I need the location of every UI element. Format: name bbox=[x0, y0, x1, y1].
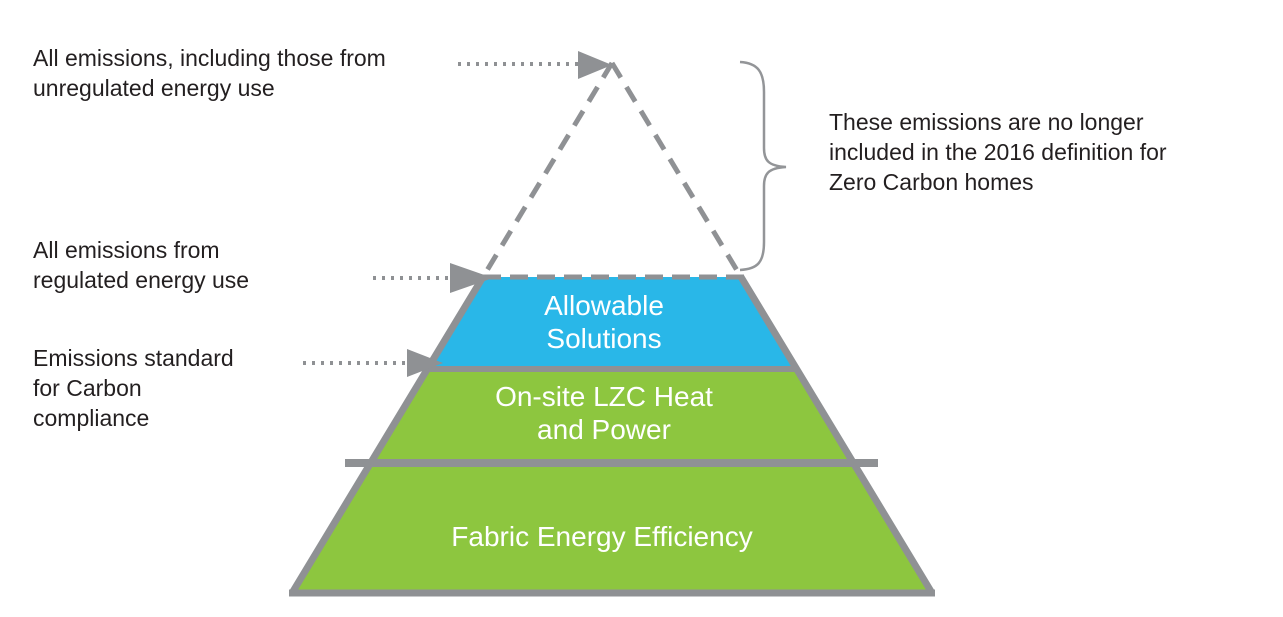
callout-line: Emissions standard bbox=[33, 345, 234, 371]
allowable-solutions-shape bbox=[427, 277, 797, 369]
layer-label-line: Fabric Energy Efficiency bbox=[451, 521, 753, 552]
callout-line: regulated energy use bbox=[33, 267, 250, 293]
compliance-arrowhead-icon bbox=[407, 349, 443, 377]
excluded-emissions-brace bbox=[739, 60, 787, 272]
layer-label-fabric-energy: Fabric Energy Efficiency bbox=[451, 520, 752, 553]
regulated-arrowhead-icon bbox=[450, 263, 493, 293]
callout-line: for Carbon bbox=[33, 375, 142, 401]
layer-label-line: and Power bbox=[537, 414, 671, 445]
fabric-energy-shape bbox=[292, 460, 932, 593]
callout-line: All emissions from bbox=[33, 237, 220, 263]
layer-divider-bar bbox=[345, 459, 878, 467]
note-line: included in the 2016 definition for bbox=[829, 139, 1167, 165]
onsite-lzc-shape bbox=[372, 369, 852, 460]
unregulated-arrowhead-icon bbox=[578, 51, 612, 79]
layer-label-allowable-solutions: Allowable Solutions bbox=[544, 289, 664, 355]
pyramid-right-edge bbox=[738, 275, 935, 595]
dashed-apex-right-edge bbox=[609, 61, 744, 279]
layer-label-line: Allowable bbox=[544, 290, 664, 321]
callout-regulated-emissions: All emissions from regulated energy use bbox=[33, 235, 249, 295]
note-excluded-emissions: These emissions are no longer included i… bbox=[829, 107, 1167, 197]
callout-line: All emissions, including those from bbox=[33, 45, 386, 71]
pyramid-left-edge bbox=[289, 275, 486, 595]
note-line: Zero Carbon homes bbox=[829, 169, 1034, 195]
callout-emissions-standard: Emissions standard for Carbon compliance bbox=[33, 343, 234, 433]
layer-label-onsite-lzc: On-site LZC Heat and Power bbox=[495, 380, 713, 446]
note-line: These emissions are no longer bbox=[829, 109, 1144, 135]
layer-label-line: Solutions bbox=[546, 323, 662, 354]
layer-label-line: On-site LZC Heat bbox=[495, 381, 713, 412]
dashed-apex-left-edge bbox=[480, 61, 615, 279]
callout-unregulated-emissions: All emissions, including those from unre… bbox=[33, 43, 386, 103]
callout-line: unregulated energy use bbox=[33, 75, 275, 101]
callout-line: compliance bbox=[33, 405, 150, 431]
